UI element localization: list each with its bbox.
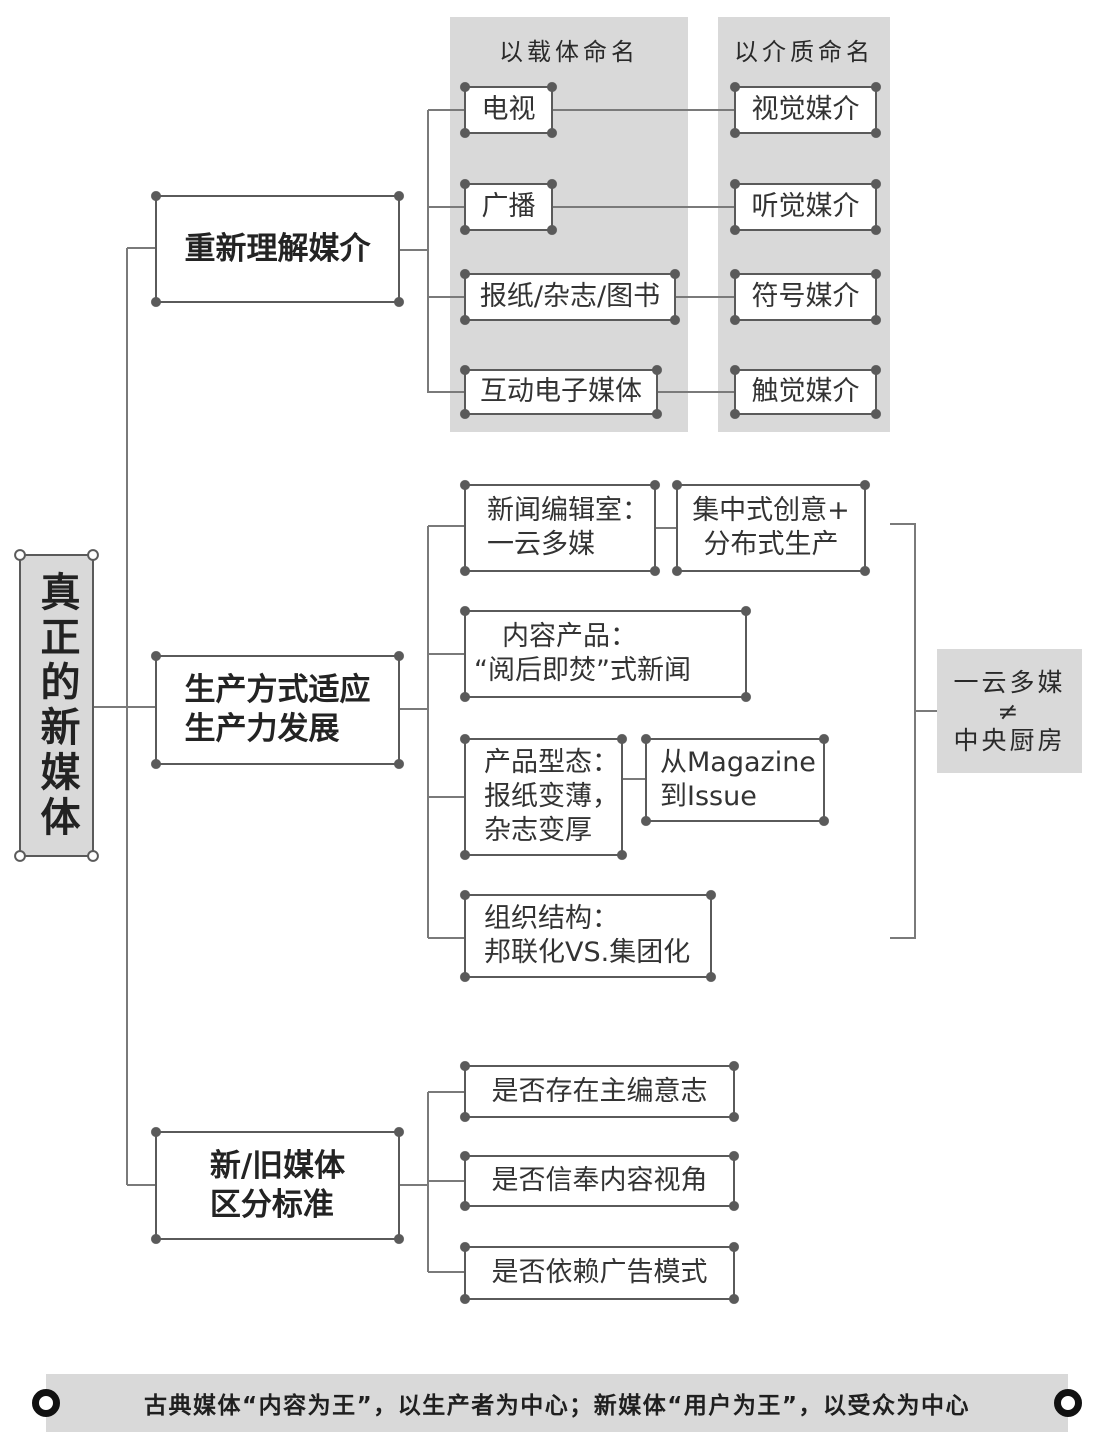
carrier-node-tv[interactable]: 电视 xyxy=(458,80,559,140)
production-node-form-shift[interactable]: 从Magazine 到Issue xyxy=(639,732,831,828)
root-node[interactable]: 真正的新媒体 xyxy=(13,548,100,863)
criteria-node-label: 是否依赖广告模式 xyxy=(491,1257,708,1288)
medium-node-label: 视觉媒介 xyxy=(751,94,860,125)
criteria-node-editor-will[interactable]: 是否存在主编意志 xyxy=(458,1059,741,1124)
production-node-line: 一云多媒 xyxy=(487,529,595,560)
criteria-node-label: 是否存在主编意志 xyxy=(491,1075,708,1107)
right-bullet-ring-icon xyxy=(1054,1389,1082,1417)
production-node-line: 到Issue xyxy=(660,781,757,812)
production-node-line: 杂志变厚 xyxy=(484,815,592,846)
carrier-node-label: 报纸/杂志/图书 xyxy=(479,281,661,312)
branch-node-production-line: 生产方式适应 xyxy=(184,672,371,708)
production-node-product-form[interactable]: 产品型态： 报纸变薄， 杂志变厚 xyxy=(458,732,629,862)
production-node-line: 报纸变薄， xyxy=(484,781,619,812)
medium-naming-header: 以介质命名 xyxy=(734,38,874,66)
carrier-node-print[interactable]: 报纸/杂志/图书 xyxy=(458,267,682,327)
root-node-label: 真正的新媒体 xyxy=(33,570,80,841)
branch-node-criteria-text: 新/旧媒体 区分标准 xyxy=(210,1147,345,1225)
criteria-node-label: 是否信奉内容视角 xyxy=(491,1165,708,1196)
branch-node-production[interactable]: 生产方式适应 生产力发展 xyxy=(149,649,406,771)
production-node-line: 从Magazine xyxy=(660,747,816,778)
production-node-newsroom[interactable]: 新闻编辑室： 一云多媒 xyxy=(458,478,662,578)
production-node-line: 集中式创意+ xyxy=(692,495,850,526)
production-node-line: “阅后即焚”式新闻 xyxy=(474,655,691,686)
carrier-node-label: 电视 xyxy=(481,94,536,125)
production-node-line: 组织结构： xyxy=(484,903,619,934)
carrier-node-label: 互动电子媒体 xyxy=(480,376,642,407)
branch-node-production-text: 生产方式适应 生产力发展 xyxy=(185,671,371,749)
branch-node-criteria-line: 区分标准 xyxy=(209,1186,334,1223)
branch-node-production-line: 生产力发展 xyxy=(184,711,340,747)
production-node-line: 新闻编辑室： xyxy=(487,495,649,526)
left-bullet-ring-icon xyxy=(32,1389,60,1417)
footer-summary-bar: 古典媒体“内容为王”，以生产者为中心；新媒体“用户为王”，以受众为中心 xyxy=(46,1374,1068,1432)
production-node-line: 分布式生产 xyxy=(703,529,839,560)
carrier-naming-header: 以载体命名 xyxy=(499,38,639,66)
production-node-org-structure[interactable]: 组织结构： 邦联化VS.集团化 xyxy=(458,888,718,984)
production-summary-callout[interactable]: 一云多媒 ≠ 中央厨房 xyxy=(937,649,1082,773)
medium-node-tactile[interactable]: 触觉媒介 xyxy=(728,363,883,421)
summary-bracket xyxy=(890,523,916,939)
criteria-node-content-view[interactable]: 是否信奉内容视角 xyxy=(458,1149,741,1213)
summary-callout-not-equal: ≠ xyxy=(997,696,1022,726)
branch-node-media-label: 重新理解媒介 xyxy=(184,230,371,267)
summary-callout-line: 中央厨房 xyxy=(953,725,1066,755)
medium-node-visual[interactable]: 视觉媒介 xyxy=(728,80,883,140)
medium-node-label: 触觉媒介 xyxy=(751,376,860,407)
production-node-line: 产品型态： xyxy=(484,747,619,778)
footer-summary-text: 古典媒体“内容为王”，以生产者为中心；新媒体“用户为王”，以受众为中心 xyxy=(144,1393,970,1419)
medium-node-symbol[interactable]: 符号媒介 xyxy=(728,267,883,327)
criteria-node-ad-model[interactable]: 是否依赖广告模式 xyxy=(458,1240,741,1306)
production-node-newsroom-mode[interactable]: 集中式创意+ 分布式生产 xyxy=(670,478,872,578)
production-node-line: 邦联化VS.集团化 xyxy=(484,937,691,968)
medium-node-audio[interactable]: 听觉媒介 xyxy=(728,177,883,237)
branch-node-criteria-line: 新/旧媒体 xyxy=(209,1147,346,1184)
branch-node-criteria[interactable]: 新/旧媒体 区分标准 xyxy=(149,1125,406,1246)
carrier-node-interactive[interactable]: 互动电子媒体 xyxy=(458,363,664,421)
production-node-content-product[interactable]: 内容产品： “阅后即焚”式新闻 xyxy=(458,604,753,704)
carrier-node-radio[interactable]: 广播 xyxy=(458,177,559,237)
medium-node-label: 听觉媒介 xyxy=(751,191,860,222)
branch-node-media[interactable]: 重新理解媒介 xyxy=(149,189,406,309)
production-node-line: 内容产品： xyxy=(502,621,637,652)
medium-node-label: 符号媒介 xyxy=(751,281,860,312)
summary-callout-line: 一云多媒 xyxy=(953,667,1066,697)
carrier-node-label: 广播 xyxy=(481,191,536,222)
